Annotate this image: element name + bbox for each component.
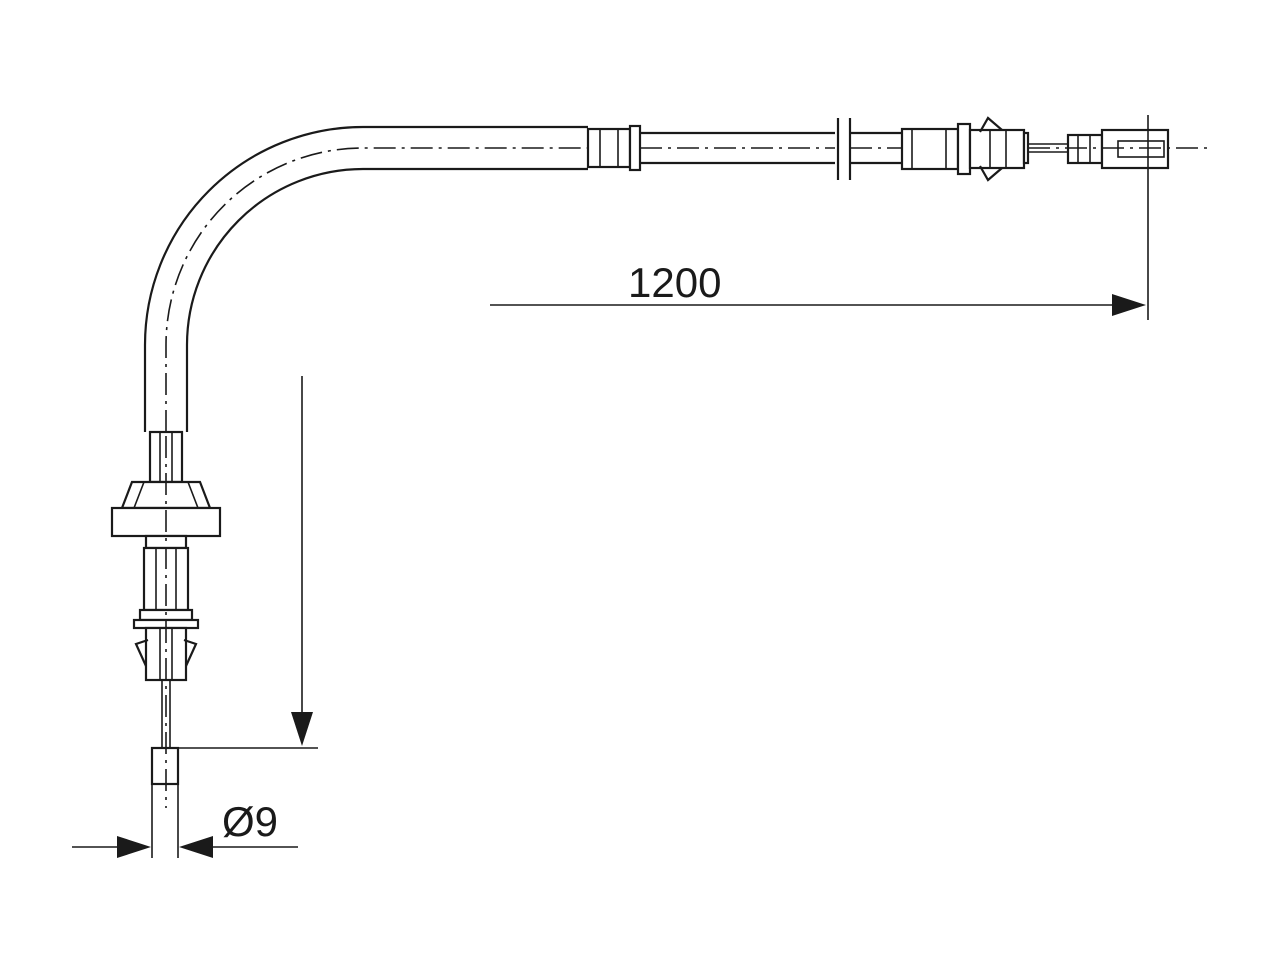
length-dimension: 1200 [490, 115, 1149, 320]
lower-wire-nipple [150, 436, 180, 808]
length-dimension-label: 1200 [628, 259, 721, 306]
upper-wire-nipple [1028, 128, 1210, 170]
upper-end-fitting [900, 116, 1030, 182]
diameter-dimension-label: Ø9 [222, 798, 278, 845]
upper-inner-cable [640, 131, 835, 165]
diameter-dimension: Ø9 [72, 784, 298, 858]
break-symbol [836, 118, 852, 180]
upper-ferrule [586, 124, 642, 172]
end-length-dimension [178, 376, 318, 749]
cable-sheath [143, 125, 588, 432]
upper-inner-cable-continued [850, 131, 902, 165]
